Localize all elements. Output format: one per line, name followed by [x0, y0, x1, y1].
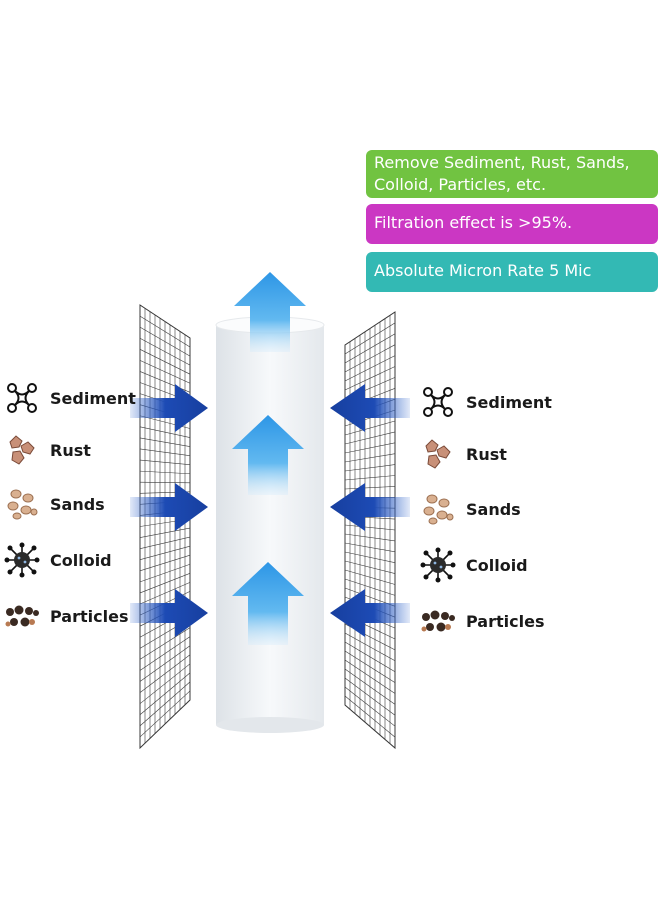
contaminant-label: Colloid [50, 550, 112, 570]
sands-icon [423, 494, 454, 525]
contaminant-sediment-right: Sediment [420, 382, 552, 422]
contaminant-sands-right: Sands [420, 489, 521, 529]
particles-icon [421, 610, 455, 632]
contaminant-label: Sediment [50, 388, 136, 408]
colloid-icon [4, 542, 40, 578]
contaminant-label: Rust [50, 440, 91, 460]
colloid-icon [420, 547, 456, 583]
particles-icon [5, 605, 39, 627]
right-mesh [344, 311, 396, 750]
sediment-icon [7, 383, 37, 413]
contaminant-colloid-left: Colloid [4, 540, 112, 580]
badge-filtration-effect: Filtration effect is >95%. [366, 204, 658, 244]
contaminant-label: Sediment [466, 392, 552, 412]
contaminant-label: Sands [466, 499, 521, 519]
contaminant-rust-right: Rust [420, 434, 507, 474]
inflow-arrow-left-1 [130, 384, 208, 432]
sediment-icon [423, 387, 453, 417]
contaminant-colloid-right: Colloid [420, 545, 528, 585]
sands-icon [7, 489, 38, 520]
left-mesh [139, 304, 191, 750]
rust-icon [425, 439, 451, 469]
contaminant-sediment-left: Sediment [4, 378, 136, 418]
upflow-arrow-bottom [232, 562, 304, 645]
contaminant-label: Sands [50, 494, 105, 514]
badge-remove-contaminants: Remove Sediment, Rust, Sands, Colloid, P… [366, 150, 658, 198]
rust-icon [9, 435, 35, 465]
upflow-arrow-top [234, 272, 306, 352]
inflow-arrow-right-3 [330, 589, 410, 637]
inflow-arrow-right-2 [330, 483, 410, 531]
inflow-arrow-left-2 [130, 483, 208, 531]
badge-micron-rate: Absolute Micron Rate 5 Mic [366, 252, 658, 292]
contaminant-label: Particles [466, 611, 545, 631]
contaminant-rust-left: Rust [4, 430, 91, 470]
filter-cartridge [215, 316, 325, 733]
contaminant-particles-left: Particles [4, 596, 128, 636]
upflow-arrow-middle [232, 415, 304, 495]
inflow-arrow-right-1 [330, 384, 410, 432]
contaminant-label: Rust [466, 444, 507, 464]
contaminant-label: Colloid [466, 555, 528, 575]
contaminant-sands-left: Sands [4, 484, 105, 524]
inflow-arrow-left-3 [130, 589, 208, 637]
contaminant-particles-right: Particles [420, 601, 544, 641]
contaminant-label: Particles [50, 606, 129, 626]
